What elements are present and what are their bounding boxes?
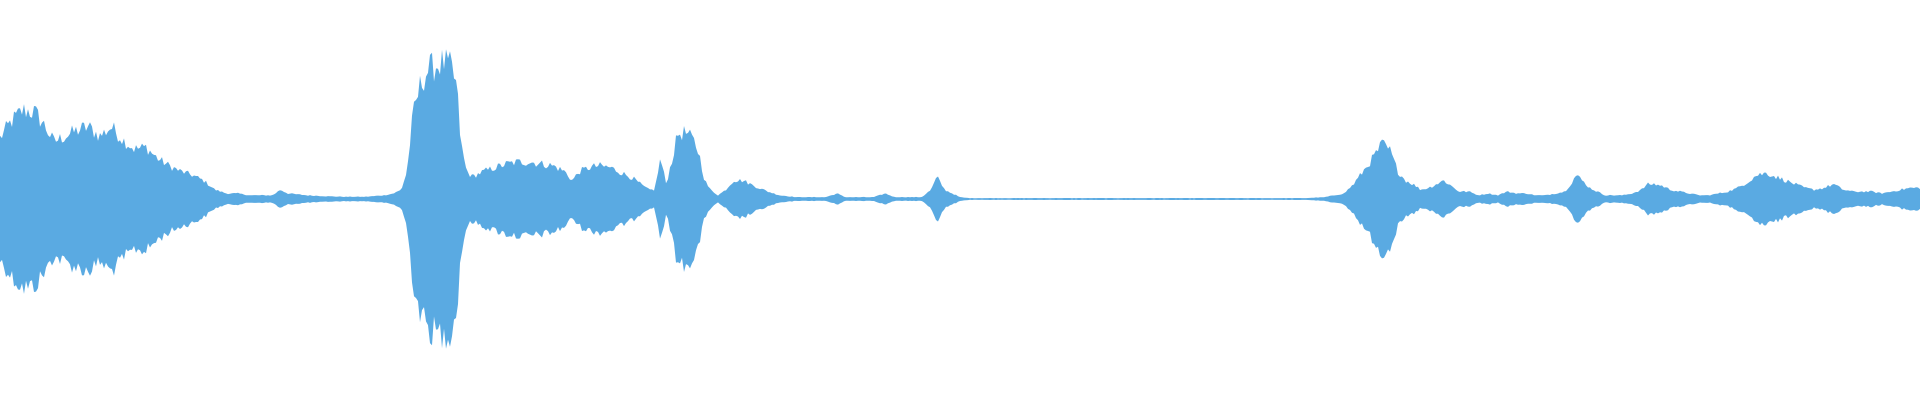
waveform-shape	[0, 49, 1920, 349]
